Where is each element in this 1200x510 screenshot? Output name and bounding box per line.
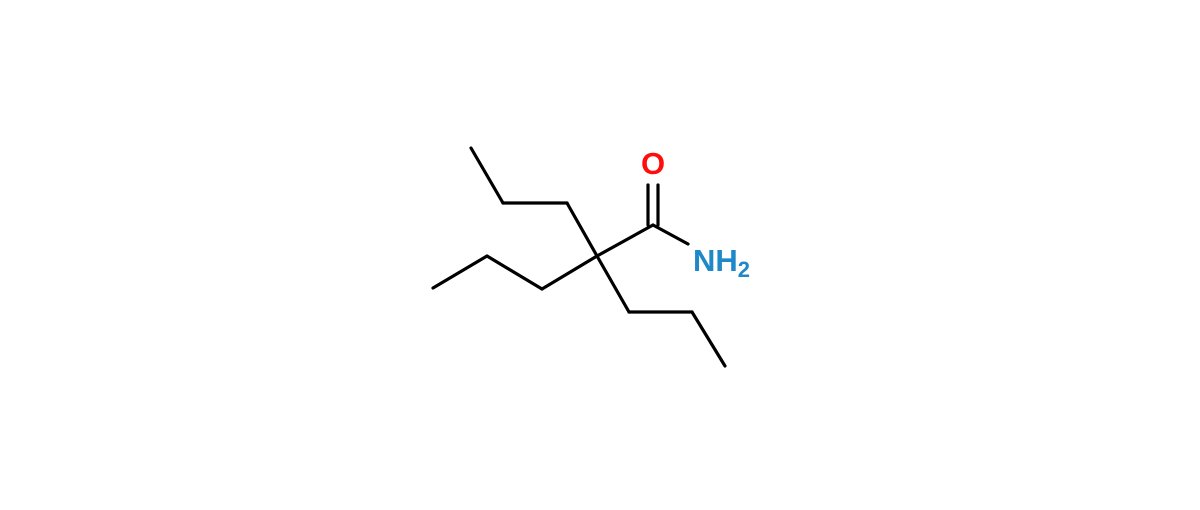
oxygen-atom-label: O [641,146,665,181]
amine-symbol: NH [693,243,738,278]
bond-left-propyl-2 [485,254,544,291]
bond-carbonyl-nitrogen [651,223,690,246]
bond-lower-propyl-3 [690,310,727,368]
amine-subscript: 2 [738,257,750,282]
bond-lower-propyl-1 [595,254,631,314]
bond-upper-propyl-1 [565,201,599,258]
bond-upper-propyl-3 [469,146,505,205]
bond-left-propyl-1 [540,254,599,291]
bond-left-propyl-3 [431,254,489,290]
bond-alpha-carbonyl [595,223,655,258]
amine-atom-label: NH2 [693,243,750,282]
